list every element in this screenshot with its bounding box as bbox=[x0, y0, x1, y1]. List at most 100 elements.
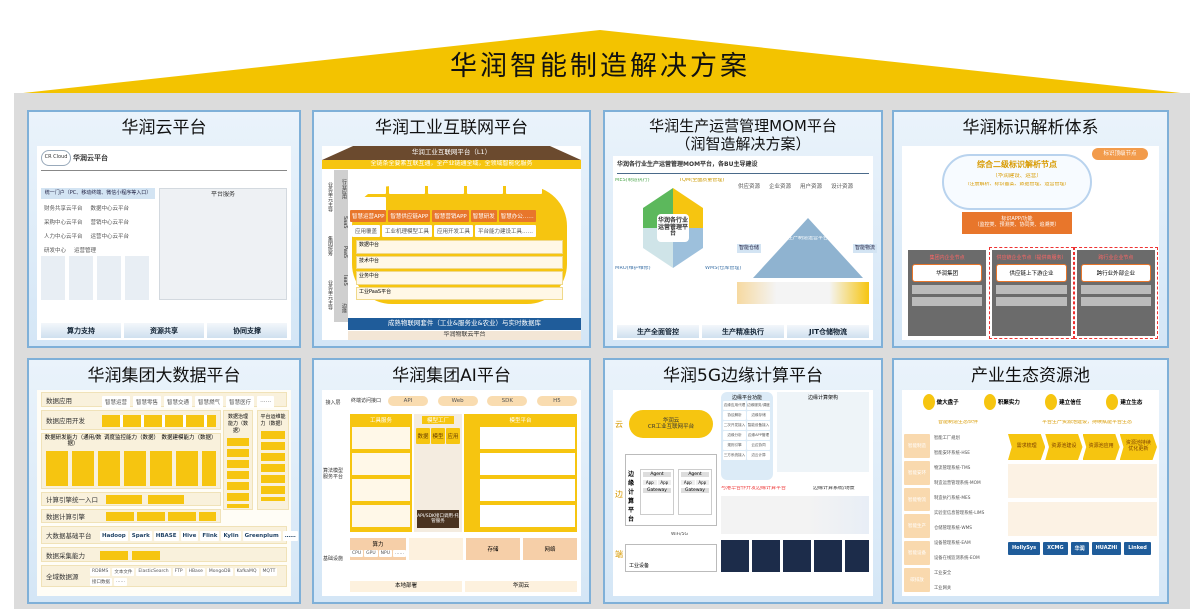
saas-block: 智慧营销APP bbox=[432, 210, 469, 222]
panel-subtitle: （润智造解决方案） bbox=[675, 135, 811, 153]
decor-block bbox=[100, 551, 164, 560]
system-item: 工业网关 bbox=[934, 586, 952, 591]
funcs-list: 边缘应用代理边缘服务/调度协议解析边缘存储二次开发接入智能设备接入边缘分析边缘A… bbox=[723, 401, 771, 460]
label: Agent bbox=[643, 472, 671, 477]
deploy-row: 本地部署 华润云 bbox=[350, 581, 577, 592]
governance-column: 数据治理能力（数据） bbox=[223, 410, 253, 510]
quad-label: TQM(全面质量管理) bbox=[679, 178, 725, 183]
label: 积聚实力 bbox=[997, 400, 1020, 406]
tool-block: 平台能力建设工具…… bbox=[475, 225, 537, 237]
saas-block: 智慧研发 bbox=[470, 210, 497, 222]
side-block: 智能仓储 bbox=[737, 244, 761, 253]
cats-list: 智能制造智能安环智能物流智能生产智能设备碳排放 bbox=[904, 434, 930, 592]
decor-block bbox=[996, 297, 1067, 306]
platform-logo: Flink bbox=[200, 531, 220, 541]
panel-title: 华润生产运营管理MOM平台 bbox=[649, 117, 837, 135]
panel-bigdata-platform: 华润集团大数据平台 数据应用智慧运营智慧零售智慧交通智慧燃气智慧医疗…… 数据应… bbox=[27, 358, 301, 604]
decor-block bbox=[996, 285, 1067, 294]
compute-chip: CPU bbox=[350, 550, 364, 557]
label: 建立生态 bbox=[1120, 400, 1143, 406]
platform-logo: Kylin bbox=[221, 531, 241, 541]
system-item: 物流管理系统-TMS bbox=[934, 466, 971, 471]
access-chip: API bbox=[388, 396, 428, 406]
platform-logo: Greenplum bbox=[242, 531, 281, 541]
decor-block: 数据采集能力 bbox=[41, 547, 287, 562]
function-chip: 二次开发接入 bbox=[723, 421, 746, 430]
decor-block bbox=[350, 172, 386, 194]
layer-label: 接入层 bbox=[325, 400, 341, 407]
decor-block bbox=[102, 415, 216, 427]
level-cloud: 云 bbox=[615, 420, 623, 429]
access-label: 终端访问接口 bbox=[350, 398, 381, 405]
decor-block: 数据计算引擎 bbox=[41, 509, 221, 523]
side-block: 智能物流 bbox=[853, 244, 877, 253]
roof-banner bbox=[14, 30, 1190, 94]
label: CR工业互联网平台 bbox=[647, 424, 695, 430]
enterprise-nodes: 集团内企业节点 华润集团 供应链企业节点（提供商服务） 供应链上下游企业 跨行业… bbox=[908, 247, 1158, 339]
portal-bar: 统一门户（PC、移动终端、微信小程序等入口） bbox=[41, 188, 155, 199]
process-step: 需求梳理 bbox=[1008, 434, 1046, 460]
pyramid bbox=[753, 218, 863, 278]
level-edge: 边 bbox=[615, 490, 623, 499]
label: 供应链企业节点（提供商服务） bbox=[996, 255, 1067, 261]
app-label: 标识APP/功能 bbox=[1001, 216, 1033, 223]
label: 跨行业外部企业 bbox=[1080, 264, 1151, 282]
process-step: 资源池应用 bbox=[1082, 434, 1120, 460]
label: 供应链上下游企业 bbox=[996, 264, 1067, 282]
api-block: API/SDK接口调用·托管服务 bbox=[417, 510, 459, 528]
architecture-cube: 边缘计算架构 bbox=[777, 392, 869, 472]
mom-diagram: 华润各行业生产运营管理MOM平台，各BU主导建设 华润各行业运营管理平台 MES… bbox=[613, 156, 877, 340]
paas-row: 业务中台 bbox=[356, 271, 563, 285]
decor-block bbox=[480, 427, 575, 527]
label: 本地部署 bbox=[350, 581, 462, 592]
mom-header: 华润各行业生产运营管理MOM平台，各BU主导建设 bbox=[617, 160, 758, 168]
center-block: 研发中心 bbox=[41, 244, 70, 256]
resource-block: 用户资源 bbox=[797, 180, 826, 192]
process-step: 资源池建设 bbox=[1045, 434, 1083, 460]
side-label: 集团统筹 bbox=[327, 236, 333, 256]
source-chip: RDBMS bbox=[90, 568, 111, 576]
label: 数据治理能力（数据） bbox=[227, 414, 248, 434]
category-block: 智能物流 bbox=[904, 487, 930, 512]
row-label: 数据采集能力 bbox=[46, 551, 85, 560]
resource-block: 供应资源 bbox=[735, 180, 764, 192]
layer-label: 算法模型服务平台 bbox=[322, 468, 343, 480]
cloud-logo: CR Cloud bbox=[41, 150, 71, 166]
decor-block bbox=[467, 172, 503, 194]
right-head: 平台生产资源池建设，持续赋能平台生态 bbox=[1041, 420, 1132, 425]
center-block: 营销中心云平台 bbox=[87, 216, 133, 228]
center-block: 运营管理 bbox=[71, 244, 100, 256]
app-chip: 智慧燃气 bbox=[195, 396, 224, 408]
category-block: 智能制造 bbox=[904, 434, 930, 458]
iiot-diagram: 华润工业互联网平台（L1） 全链条全要素互联互通，全产业链通全域，全领域智能化服… bbox=[322, 146, 581, 340]
platform-services: 平台服务 bbox=[159, 188, 287, 300]
panel-identifier-system: 华润标识解析体系 综合二级标识解析节点 （华润建设、运营） （注册解析、标识备案… bbox=[892, 110, 1169, 348]
label: 平台运维能力（数据） bbox=[260, 414, 286, 427]
system-item: 设备管理系统-EAM bbox=[934, 541, 971, 546]
decor-block bbox=[227, 438, 249, 508]
label: 做大盘子 bbox=[936, 400, 959, 406]
panel-title: 华润云平台 bbox=[121, 118, 207, 138]
row-label: 数据应用开发 bbox=[46, 417, 85, 425]
enterprise-node: 跨行业企业节点 跨行业外部企业 bbox=[1073, 247, 1158, 339]
side-label: 业务单元主导 bbox=[327, 280, 333, 310]
system-item: 制造运营管理系统-MOM bbox=[934, 481, 981, 486]
cloud-header: 华润云平台 bbox=[73, 153, 108, 162]
decor-block bbox=[428, 172, 464, 194]
footer-collab: 协同支撑 bbox=[207, 323, 287, 338]
system-item: 智能工厂规划 bbox=[934, 436, 960, 441]
decor-block bbox=[409, 538, 464, 560]
platform-logo: Hadoop bbox=[100, 531, 128, 541]
panel-title: 华润标识解析体系 bbox=[962, 118, 1099, 138]
top-list: 供应资源企业资源用户资源设计资源 bbox=[735, 180, 869, 192]
center-grid bbox=[41, 256, 153, 300]
node-cloud bbox=[942, 154, 1092, 210]
label: 华润云 bbox=[662, 417, 680, 424]
centers-list: 财务共享云平台数据中心云平台采购中心云平台营销中心云平台人力中心云平台运营中心云… bbox=[41, 202, 155, 256]
panel-mom-platform: 华润生产运营管理MOM平台 （润智造解决方案） 华润各行业生产运营管理MOM平台… bbox=[603, 110, 883, 348]
